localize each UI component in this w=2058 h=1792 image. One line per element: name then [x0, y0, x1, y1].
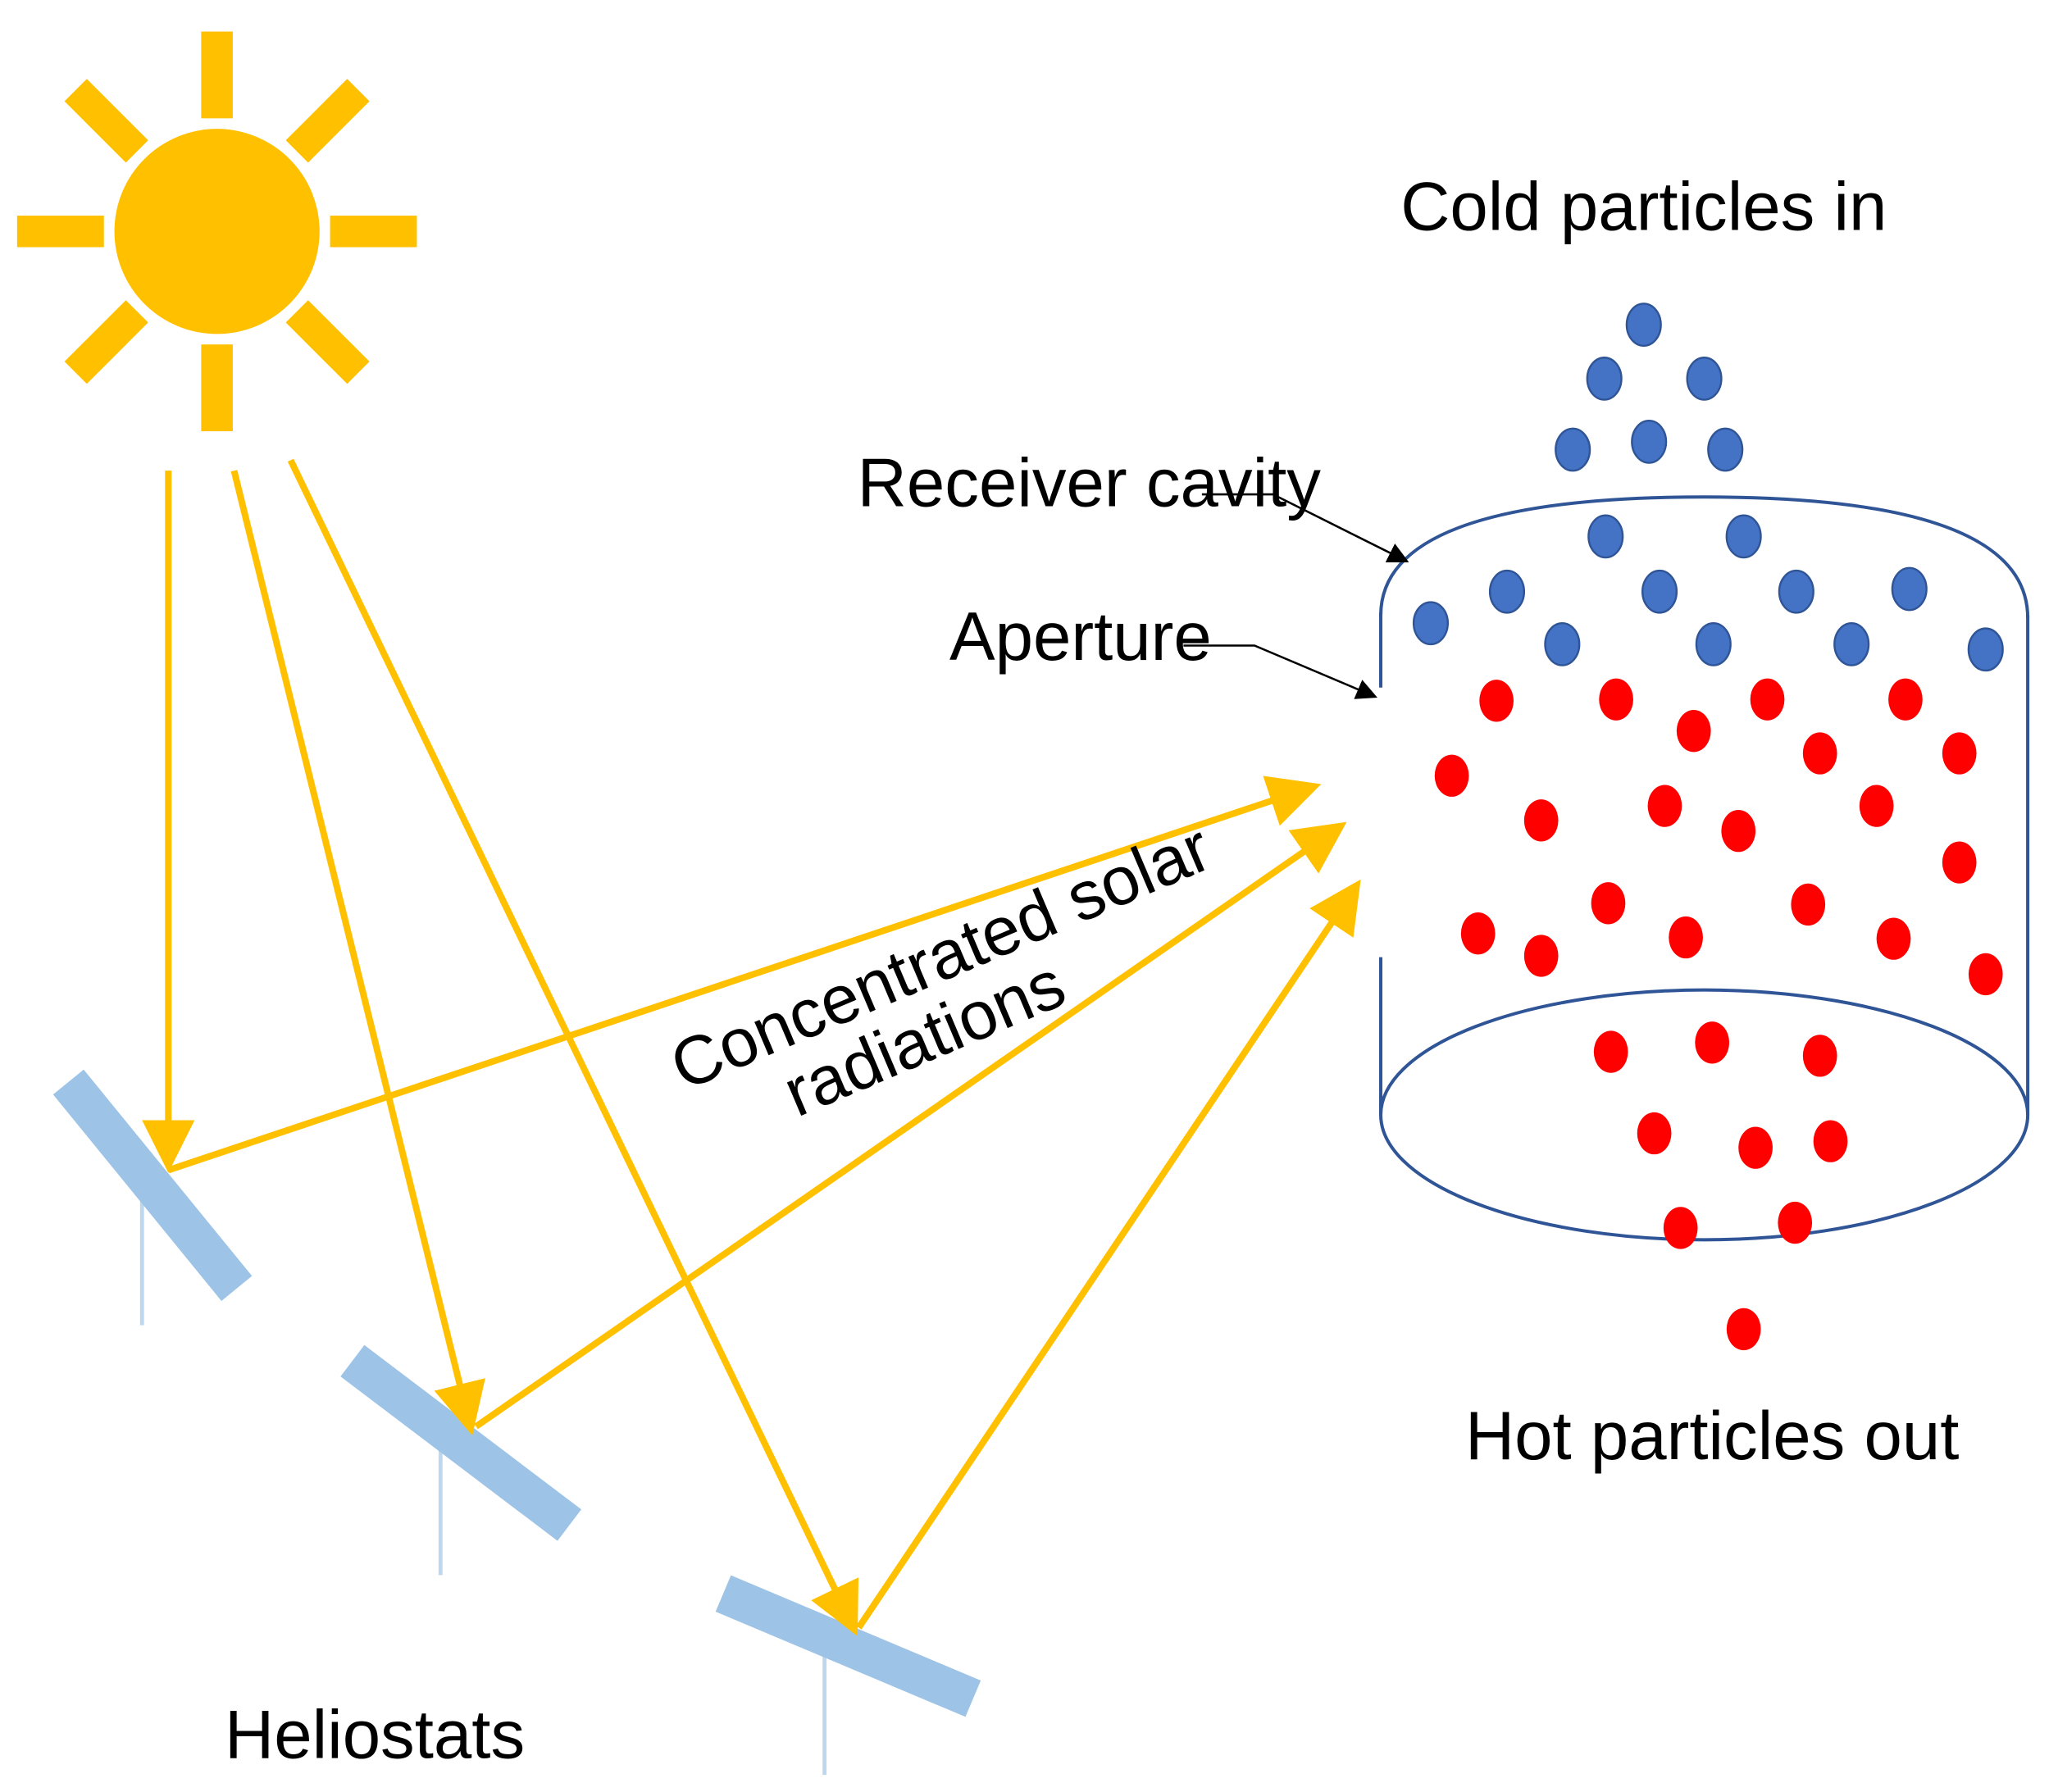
cold-particle [1686, 357, 1723, 401]
cold-particle [1778, 569, 1814, 614]
solar-rays-group [142, 458, 1361, 1636]
hot-particle [1802, 1035, 1837, 1077]
hot-particle [1802, 732, 1837, 775]
solar-ray [474, 821, 1347, 1430]
hot-particle [1591, 882, 1626, 925]
hot-particle [1637, 1112, 1672, 1155]
receiver-cavity-pointer [1201, 493, 1409, 562]
hot-particle [1479, 680, 1514, 722]
sun-ray [201, 31, 233, 119]
hot-particle [1593, 1030, 1628, 1073]
solar-ray [167, 775, 1322, 1174]
hot-particle [1523, 935, 1559, 977]
hot-particle [1721, 809, 1756, 853]
cold-particle [1725, 514, 1762, 559]
sun-icon [16, 31, 417, 432]
hot-particle [1968, 953, 2003, 996]
sun-ray [285, 79, 370, 163]
hot-particle [1434, 754, 1469, 797]
receiver-cavity-label: Receiver cavity [858, 444, 1322, 521]
hot-particle [1813, 1120, 1848, 1162]
receiver-top-rim [1379, 495, 2030, 618]
hot-particle [1599, 678, 1633, 721]
cold-particle [1625, 302, 1662, 348]
cold-particle [1544, 622, 1581, 666]
cold-particle [1488, 569, 1526, 614]
aperture-pointer [1183, 644, 1377, 699]
solar-ray [287, 458, 859, 1636]
hot-particle [1942, 732, 1977, 775]
aperture-label: Aperture [949, 598, 1212, 675]
hot-particle [1695, 1021, 1730, 1064]
cold-particle [1967, 627, 2004, 672]
hot-particles-label: Hot particles out [1465, 1398, 1959, 1474]
cold-particle [1641, 569, 1678, 614]
sun-ray [201, 344, 233, 432]
solar-ray [230, 470, 485, 1436]
receiver-cylinder [1379, 495, 2030, 1242]
hot-particle [1942, 841, 1977, 884]
heliostat-mirror [340, 1344, 581, 1541]
cold-particle [1586, 357, 1623, 401]
sun-ray [64, 79, 148, 163]
cold-particle [1631, 420, 1668, 464]
hot-particle [1676, 710, 1711, 753]
solar-ray [855, 879, 1361, 1630]
pointer-lines [1183, 493, 1409, 699]
sun-ray [330, 216, 417, 248]
hot-particle [1876, 917, 1911, 960]
cold-particles-label: Cold particles in [1400, 169, 1887, 245]
hot-particle [1738, 1126, 1773, 1169]
hot-particle [1888, 678, 1923, 721]
cold-particle [1833, 622, 1870, 666]
hot-particle [1791, 883, 1826, 926]
cold-particle [1587, 514, 1624, 559]
hot-particle [1663, 1207, 1698, 1249]
hot-particle [1460, 912, 1496, 955]
sun-ray [64, 300, 148, 384]
hot-particle [1859, 785, 1894, 827]
hot-particle [1726, 1308, 1761, 1351]
heliostat-mirror [52, 1069, 253, 1301]
heliostats-label: Heliostats [225, 1696, 525, 1772]
heliostats-group [52, 1069, 981, 1776]
sun-ray [285, 300, 370, 384]
hot-particles-group [1434, 678, 2003, 1351]
hot-particle [1750, 678, 1785, 721]
hot-particle [1669, 916, 1703, 959]
cold-particle [1707, 427, 1744, 472]
heliostat-mirror [715, 1575, 981, 1717]
receiver-bottom-ellipse [1379, 988, 2030, 1242]
hot-particle [1647, 785, 1682, 827]
cold-particle [1891, 566, 1928, 612]
hot-particle [1778, 1201, 1813, 1244]
cold-particle [1695, 622, 1732, 666]
sun-ray [16, 216, 104, 248]
cold-particle [1555, 427, 1591, 472]
hot-particle [1523, 799, 1559, 842]
sun-disc [114, 129, 320, 334]
cold-particles-group [1412, 302, 2004, 672]
cold-particle [1412, 601, 1450, 646]
